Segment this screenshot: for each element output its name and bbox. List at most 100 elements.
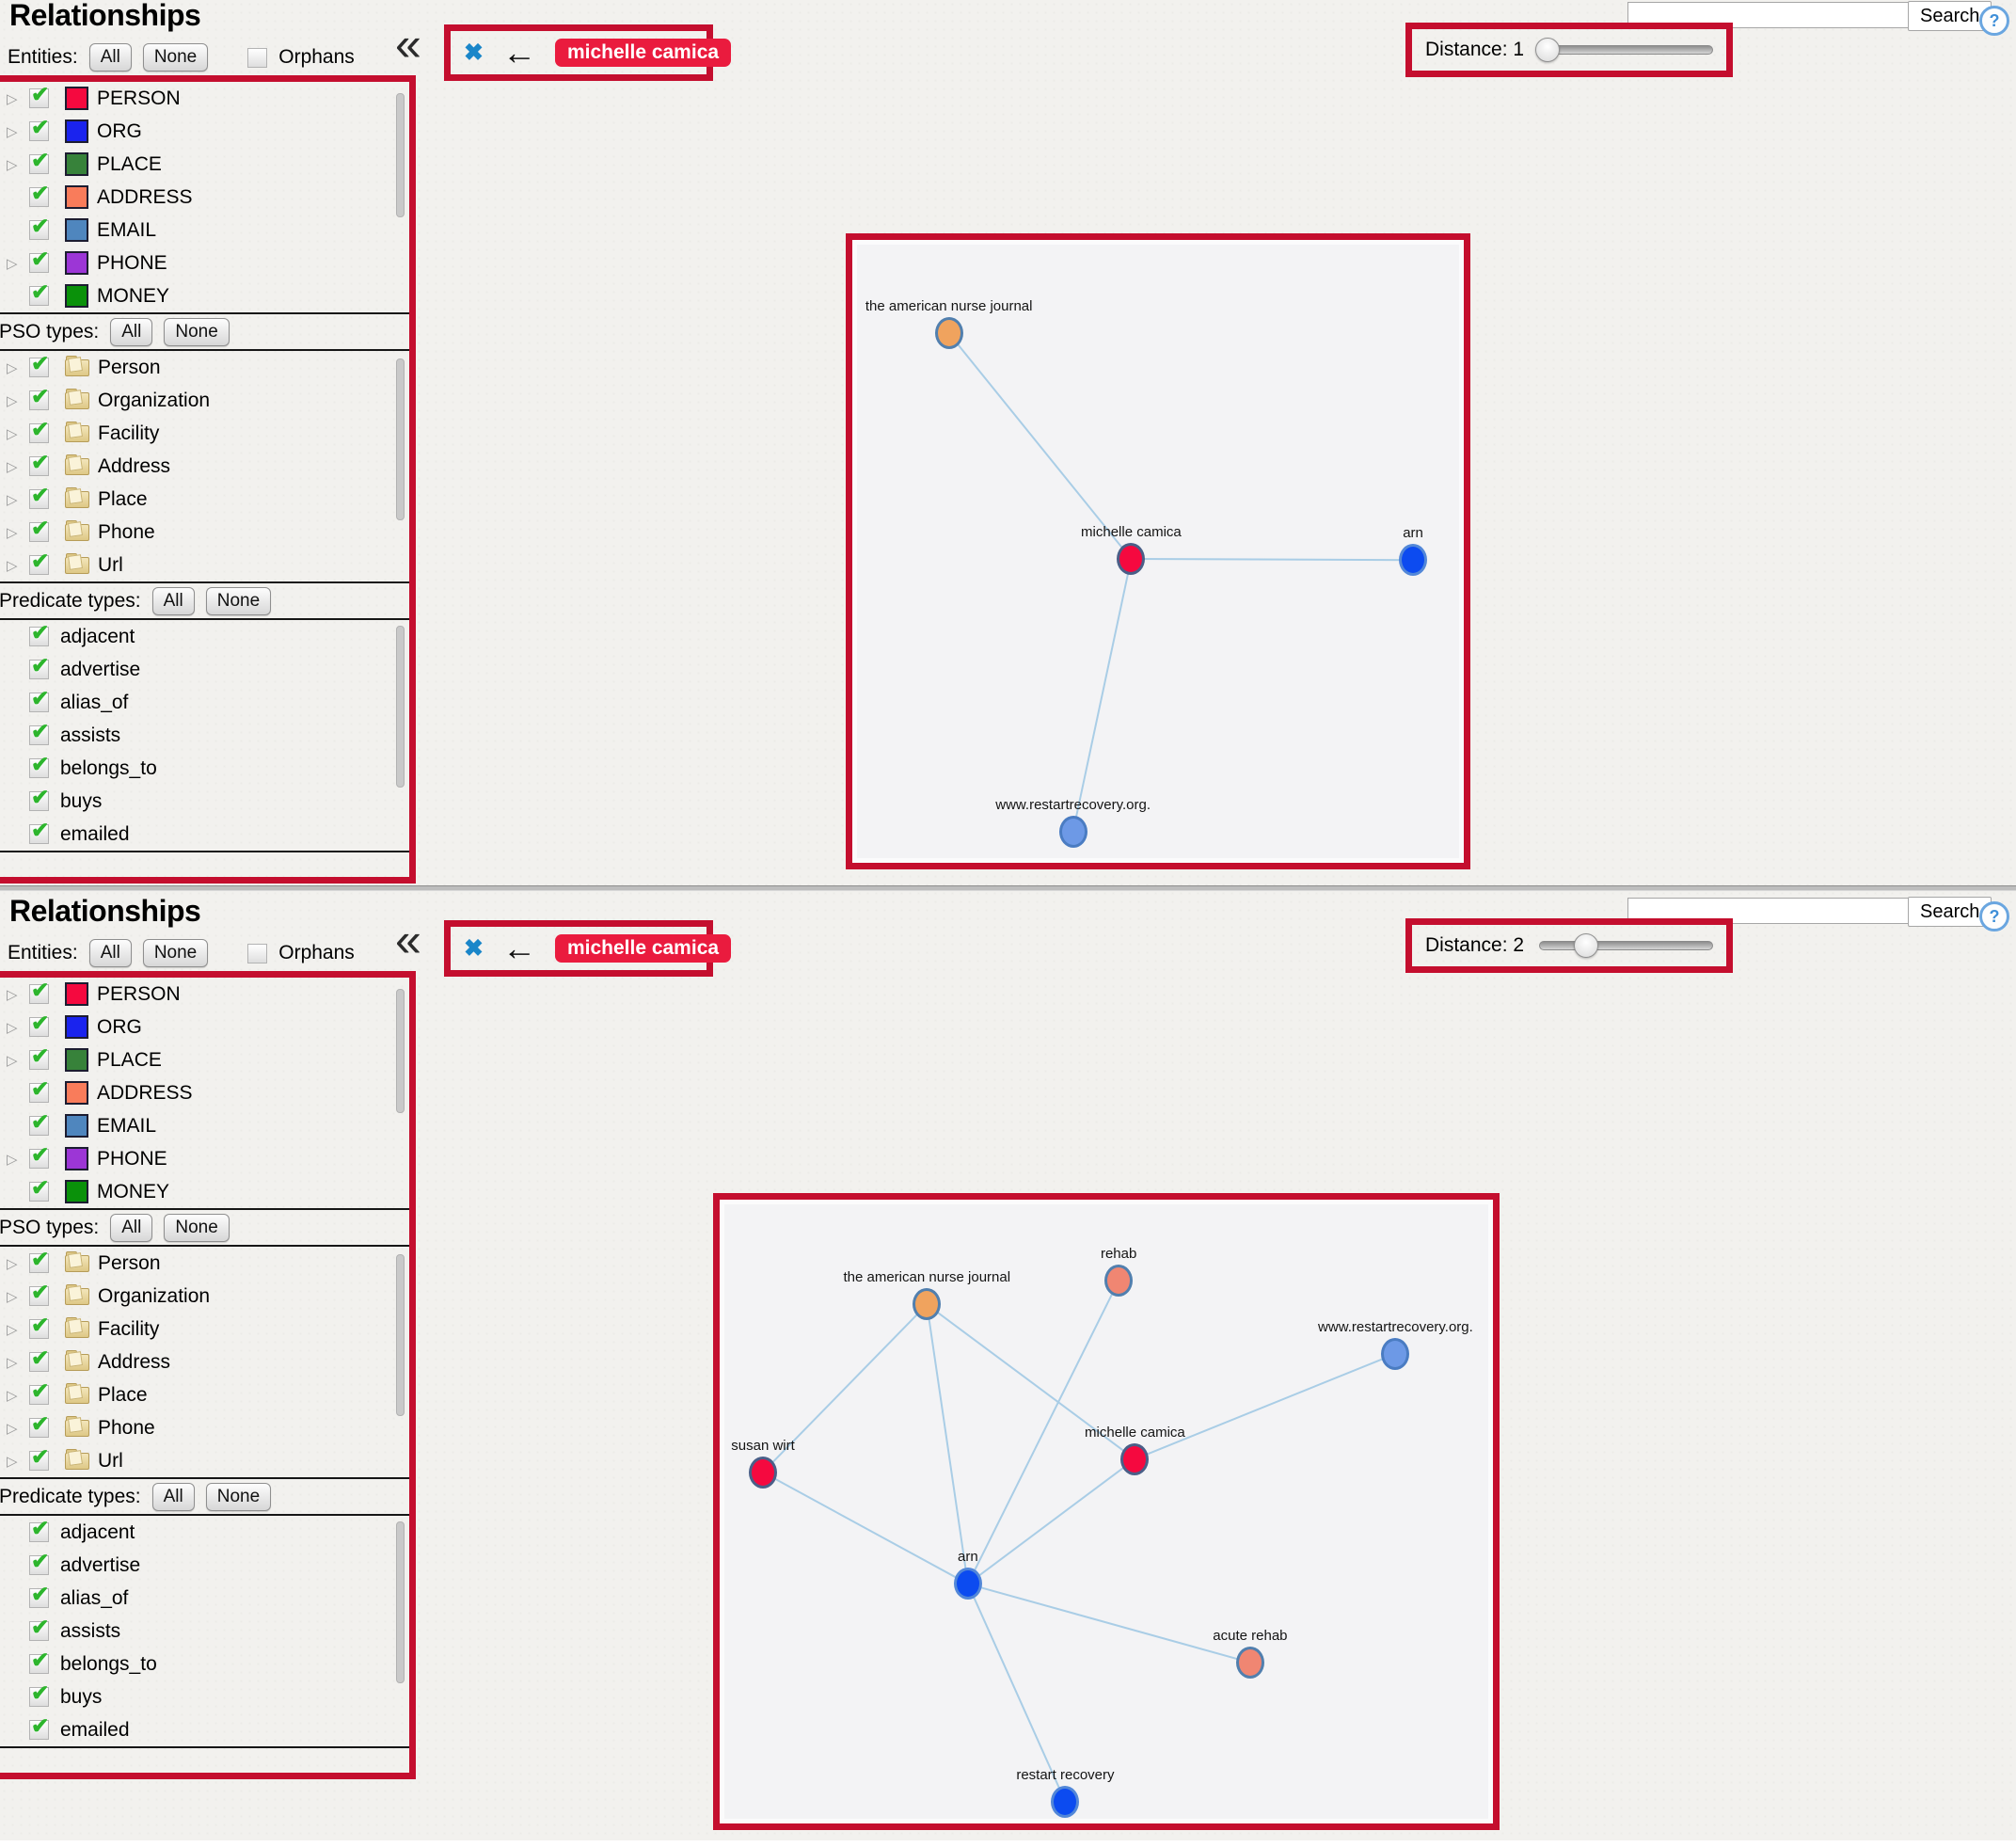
distance-slider-thumb[interactable]	[1535, 38, 1561, 62]
search-button[interactable]: Search	[1908, 897, 1992, 927]
orphans-checkbox[interactable]	[247, 943, 268, 963]
pso-checkbox[interactable]: ✔	[29, 450, 49, 476]
pred-checkbox[interactable]: ✔	[29, 785, 49, 811]
pred-checkbox[interactable]: ✔	[29, 1615, 49, 1641]
pso-checkbox[interactable]: ✔	[29, 549, 49, 575]
graph-node-acute[interactable]	[1235, 1646, 1264, 1679]
pred-checkbox[interactable]: ✔	[29, 1713, 49, 1740]
graph-node-rehab[interactable]	[1104, 1265, 1134, 1298]
graph-node-journal[interactable]	[934, 317, 963, 350]
expand-arrow-icon[interactable]: ▷	[7, 425, 18, 442]
help-icon[interactable]: ?	[1979, 901, 2009, 931]
selected-entity-chip[interactable]: michelle camica	[554, 934, 732, 963]
scrollbar-thumb[interactable]	[396, 1521, 405, 1683]
pso-checkbox[interactable]: ✔	[29, 483, 49, 509]
scrollbar-thumb[interactable]	[396, 93, 405, 217]
distance-slider[interactable]	[1535, 38, 1713, 62]
entity-checkbox[interactable]: ✔	[29, 1011, 49, 1037]
expand-arrow-icon[interactable]: ▷	[7, 1321, 18, 1338]
entity-checkbox[interactable]: ✔	[29, 1109, 49, 1136]
expand-arrow-icon[interactable]: ▷	[7, 557, 18, 574]
pso-checkbox[interactable]: ✔	[29, 1378, 49, 1405]
pred-checkbox[interactable]: ✔	[29, 686, 49, 712]
graph-node-michelle[interactable]	[1120, 1442, 1150, 1475]
entity-checkbox[interactable]: ✔	[29, 148, 49, 174]
graph-node-michelle[interactable]	[1117, 542, 1146, 575]
pso-checkbox[interactable]: ✔	[29, 1345, 49, 1372]
expand-arrow-icon[interactable]: ▷	[7, 1354, 18, 1371]
entities-all-button[interactable]: All	[88, 939, 132, 967]
expand-arrow-icon[interactable]: ▷	[7, 524, 18, 541]
expand-arrow-icon[interactable]: ▷	[7, 1387, 18, 1404]
scrollbar-thumb[interactable]	[396, 626, 405, 788]
expand-arrow-icon[interactable]: ▷	[7, 1052, 18, 1069]
entity-checkbox[interactable]: ✔	[29, 1076, 49, 1103]
entities-none-button[interactable]: None	[142, 939, 209, 967]
pred-checkbox[interactable]: ✔	[29, 1516, 49, 1542]
orphans-checkbox[interactable]	[247, 47, 268, 68]
pred-checkbox[interactable]: ✔	[29, 1549, 49, 1575]
back-arrow-icon[interactable]: ←	[501, 33, 536, 72]
predicate-types-all-button[interactable]: All	[151, 586, 195, 615]
pred-checkbox[interactable]: ✔	[29, 1648, 49, 1674]
predicate-types-none-button[interactable]: None	[205, 1482, 272, 1511]
collapse-sidebar-icon[interactable]: «	[395, 18, 421, 71]
distance-slider[interactable]	[1539, 933, 1713, 958]
expand-arrow-icon[interactable]: ▷	[7, 1255, 18, 1272]
entity-checkbox[interactable]: ✔	[29, 247, 49, 273]
entity-checkbox[interactable]: ✔	[29, 115, 49, 141]
scrollbar-thumb[interactable]	[396, 989, 405, 1113]
pso-checkbox[interactable]: ✔	[29, 417, 49, 443]
close-icon[interactable]: ✖	[464, 935, 484, 962]
entity-checkbox[interactable]: ✔	[29, 1142, 49, 1169]
pred-checkbox[interactable]: ✔	[29, 1680, 49, 1707]
pso-checkbox[interactable]: ✔	[29, 1280, 49, 1306]
graph-node-www[interactable]	[1058, 815, 1087, 848]
back-arrow-icon[interactable]: ←	[501, 929, 536, 967]
scrollbar-thumb[interactable]	[396, 1254, 405, 1416]
expand-arrow-icon[interactable]: ▷	[7, 491, 18, 508]
help-icon[interactable]: ?	[1979, 6, 2009, 36]
graph-node-arn[interactable]	[1399, 544, 1428, 577]
pred-checkbox[interactable]: ✔	[29, 1582, 49, 1608]
pred-checkbox[interactable]: ✔	[29, 719, 49, 745]
collapse-sidebar-icon[interactable]: «	[395, 914, 421, 966]
expand-arrow-icon[interactable]: ▷	[7, 1453, 18, 1470]
expand-arrow-icon[interactable]: ▷	[7, 156, 18, 173]
entity-checkbox[interactable]: ✔	[29, 1175, 49, 1202]
expand-arrow-icon[interactable]: ▷	[7, 1019, 18, 1036]
pso-checkbox[interactable]: ✔	[29, 351, 49, 377]
expand-arrow-icon[interactable]: ▷	[7, 123, 18, 140]
pred-checkbox[interactable]: ✔	[29, 752, 49, 778]
expand-arrow-icon[interactable]: ▷	[7, 90, 18, 107]
entity-checkbox[interactable]: ✔	[29, 214, 49, 240]
predicate-types-all-button[interactable]: All	[151, 1482, 195, 1511]
pso-checkbox[interactable]: ✔	[29, 384, 49, 410]
entity-checkbox[interactable]: ✔	[29, 82, 49, 108]
predicate-types-none-button[interactable]: None	[205, 586, 272, 615]
entities-none-button[interactable]: None	[142, 43, 209, 72]
graph-node-restart[interactable]	[1051, 1785, 1080, 1818]
graph-node-journal[interactable]	[913, 1288, 942, 1321]
distance-slider-thumb[interactable]	[1573, 933, 1598, 958]
expand-arrow-icon[interactable]: ▷	[7, 986, 18, 1003]
graph-node-www[interactable]	[1381, 1337, 1410, 1370]
graph-node-arn[interactable]	[953, 1568, 982, 1600]
expand-arrow-icon[interactable]: ▷	[7, 1288, 18, 1305]
pso-types-all-button[interactable]: All	[110, 1213, 153, 1242]
expand-arrow-icon[interactable]: ▷	[7, 1151, 18, 1168]
pso-types-none-button[interactable]: None	[164, 1213, 230, 1242]
pso-types-none-button[interactable]: None	[164, 317, 230, 346]
expand-arrow-icon[interactable]: ▷	[7, 359, 18, 376]
expand-arrow-icon[interactable]: ▷	[7, 255, 18, 272]
pred-checkbox[interactable]: ✔	[29, 818, 49, 844]
entities-all-button[interactable]: All	[88, 43, 132, 72]
pso-checkbox[interactable]: ✔	[29, 1444, 49, 1471]
entity-checkbox[interactable]: ✔	[29, 279, 49, 306]
pso-checkbox[interactable]: ✔	[29, 1247, 49, 1273]
pso-types-all-button[interactable]: All	[110, 317, 153, 346]
entity-checkbox[interactable]: ✔	[29, 1043, 49, 1070]
expand-arrow-icon[interactable]: ▷	[7, 458, 18, 475]
selected-entity-chip[interactable]: michelle camica	[554, 39, 732, 67]
pred-checkbox[interactable]: ✔	[29, 620, 49, 646]
